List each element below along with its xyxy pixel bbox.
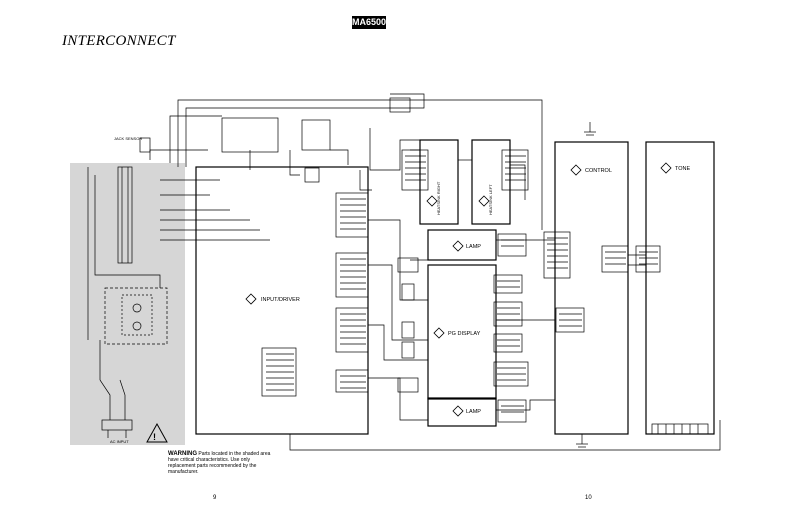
control-marker-icon xyxy=(570,164,582,176)
jack-sensor-label: JACK SENSOR xyxy=(114,136,142,141)
heatsink-right-label: HEATSINK RIGHT xyxy=(436,181,441,215)
connector-heatsink-left xyxy=(501,149,529,191)
tone-block xyxy=(645,141,715,435)
heatsink-right-block xyxy=(419,139,459,225)
connector-j-top xyxy=(221,117,279,153)
switch-top xyxy=(389,97,411,113)
input-driver-marker-icon xyxy=(245,293,257,305)
tone-marker-icon xyxy=(660,162,672,174)
connector-control-left xyxy=(543,231,571,279)
connector-pg-right-b xyxy=(493,301,523,327)
warning-exclamation-icon: ! xyxy=(153,432,156,442)
connector-heatsink-right xyxy=(401,149,429,191)
lamp-bottom-label: LAMP xyxy=(466,409,481,415)
connector-pg-right-a xyxy=(493,274,523,294)
connector-tone-bottom xyxy=(651,423,709,435)
ac-input-label: AC INPUT xyxy=(110,439,129,444)
warning-body: Parts located in the shaded area have cr… xyxy=(168,451,271,475)
input-driver-label: INPUT/DRIVER xyxy=(261,297,300,303)
page-number-right: 10 xyxy=(585,495,592,501)
transformer-core xyxy=(117,166,133,264)
lamp-bottom-marker-icon xyxy=(452,405,464,417)
connector-control-mid xyxy=(555,307,585,333)
connector-lamp-top xyxy=(497,233,527,257)
control-block xyxy=(554,141,629,435)
tone-label: TONE xyxy=(675,166,691,172)
connector-pg-right-c xyxy=(493,333,523,353)
lamp-top-marker-icon xyxy=(452,240,464,252)
page-title: INTERCONNECT xyxy=(62,33,176,49)
lamp-bottom-block xyxy=(427,397,497,427)
connector-j-top-2 xyxy=(301,119,331,151)
connector-stack-bottom xyxy=(335,369,369,393)
model-badge: MA6500 xyxy=(352,16,387,29)
connector-stack-left-top xyxy=(335,192,369,238)
heatsink-left-block xyxy=(471,139,511,225)
lamp-top-block xyxy=(427,229,497,261)
heatsink-right-marker-icon xyxy=(426,195,438,207)
lamp-top-label: LAMP xyxy=(466,244,481,250)
pg-display-marker-icon xyxy=(433,327,445,339)
heatsink-left-marker-icon xyxy=(478,195,490,207)
warning-note: WARNING Parts located in the shaded area… xyxy=(168,451,278,475)
page-number-left: 9 xyxy=(213,495,217,501)
pg-display-block xyxy=(427,264,497,400)
input-driver-block xyxy=(195,166,369,435)
connector-tone-left xyxy=(635,245,661,273)
connector-stack-lower-left xyxy=(261,347,297,397)
warning-heading: WARNING xyxy=(168,451,197,457)
connector-pg-right-d xyxy=(493,361,529,387)
pg-display-label: PG DISPLAY xyxy=(448,331,481,337)
heatsink-left-label: HEATSINK LEFT xyxy=(488,184,493,215)
connector-stack-left-low xyxy=(335,307,369,353)
connector-control-right xyxy=(601,245,629,273)
connector-lamp-bottom xyxy=(497,399,527,423)
rectifier-area xyxy=(104,287,168,345)
control-label: CONTROL xyxy=(585,168,612,174)
connector-stack-left-mid xyxy=(335,252,369,298)
